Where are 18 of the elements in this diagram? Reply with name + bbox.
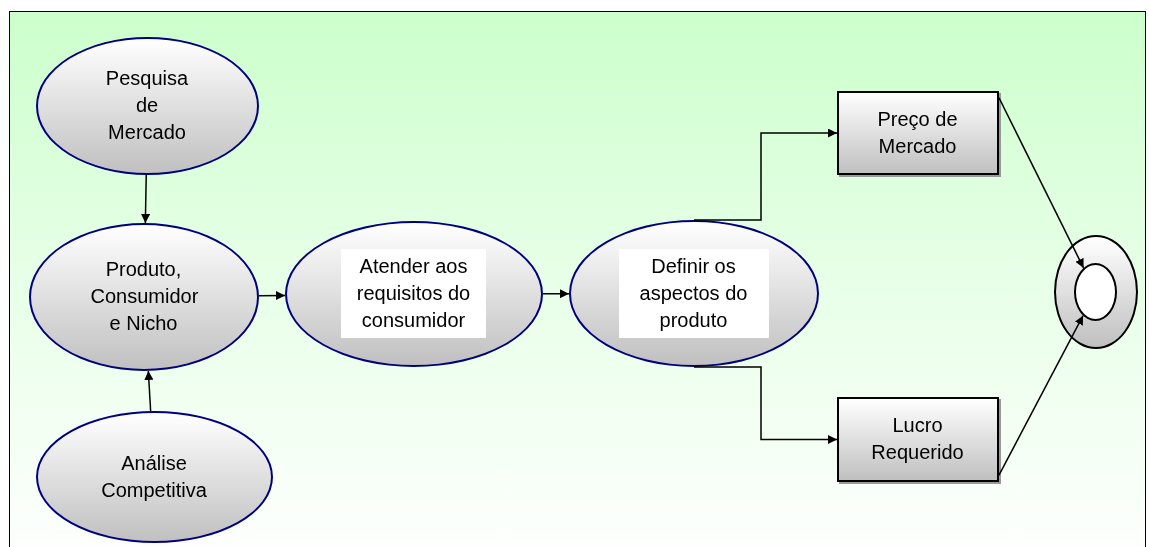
node-label: Lucro Requerido (870, 413, 965, 465)
arrow (998, 96, 1085, 269)
node-label: Análise Competitiva (100, 450, 208, 503)
target-center (1073, 262, 1117, 321)
node-label: Preço de Mercado (876, 106, 959, 159)
node-label: Pesquisa de Mercado (104, 66, 190, 145)
arrow (998, 314, 1084, 476)
arrow (141, 174, 150, 224)
arrow (144, 370, 154, 412)
process-box (836, 396, 999, 482)
node-label: Produto, Consumidor e Nicho (89, 257, 200, 336)
arrow (693, 366, 838, 444)
arrow (693, 128, 838, 221)
node-label: Atender aos requisitos do consumidor (341, 249, 486, 338)
node-label: Definir os aspectos do produto (618, 248, 769, 338)
process-box (836, 90, 999, 175)
arrow (542, 289, 570, 299)
arrow (258, 291, 286, 301)
